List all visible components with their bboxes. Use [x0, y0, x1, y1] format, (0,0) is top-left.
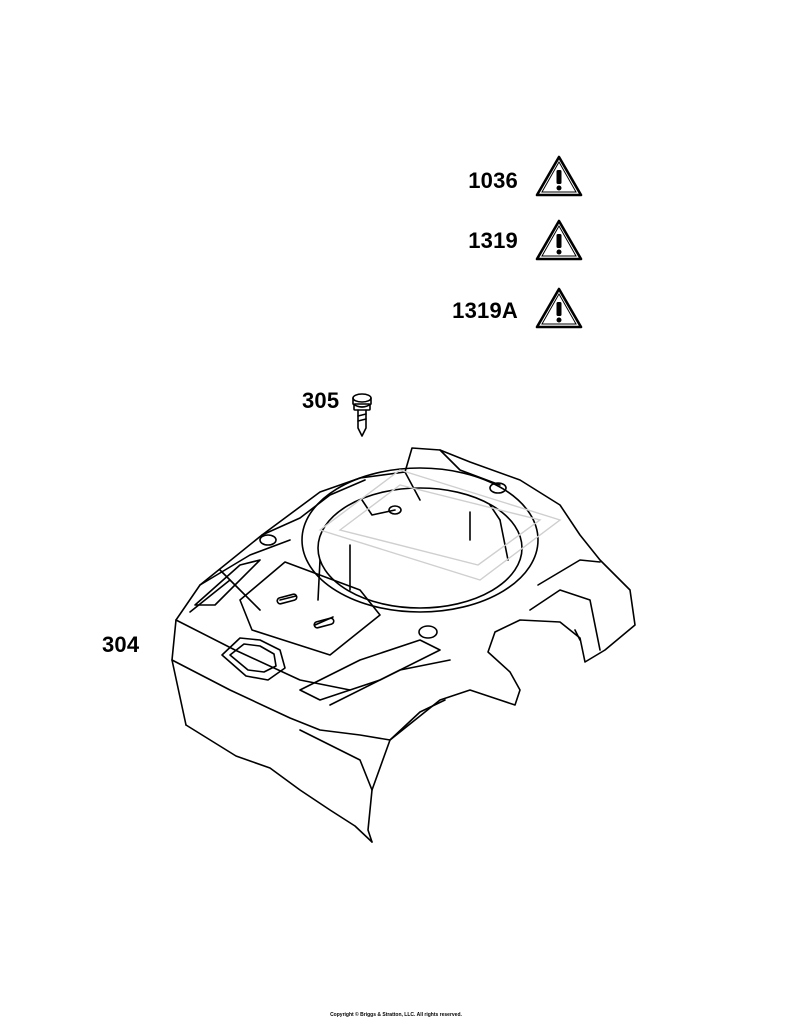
part-label-1036: 1036	[468, 168, 518, 193]
watermark-graphic	[318, 469, 562, 581]
part-label-1319a: 1319A	[452, 298, 518, 323]
blower-housing-part	[171, 447, 636, 843]
warning-triangle-icon	[535, 219, 583, 261]
warning-triangle-icon	[535, 287, 583, 329]
part-label-305: 305	[302, 388, 340, 413]
screw-part	[352, 393, 372, 437]
part-label-1319: 1319	[468, 228, 518, 253]
part-label-304: 304	[102, 632, 140, 657]
warning-triangle-icon	[535, 155, 583, 197]
copyright-text: Copyright © Briggs & Stratton, LLC. All …	[330, 1012, 462, 1018]
